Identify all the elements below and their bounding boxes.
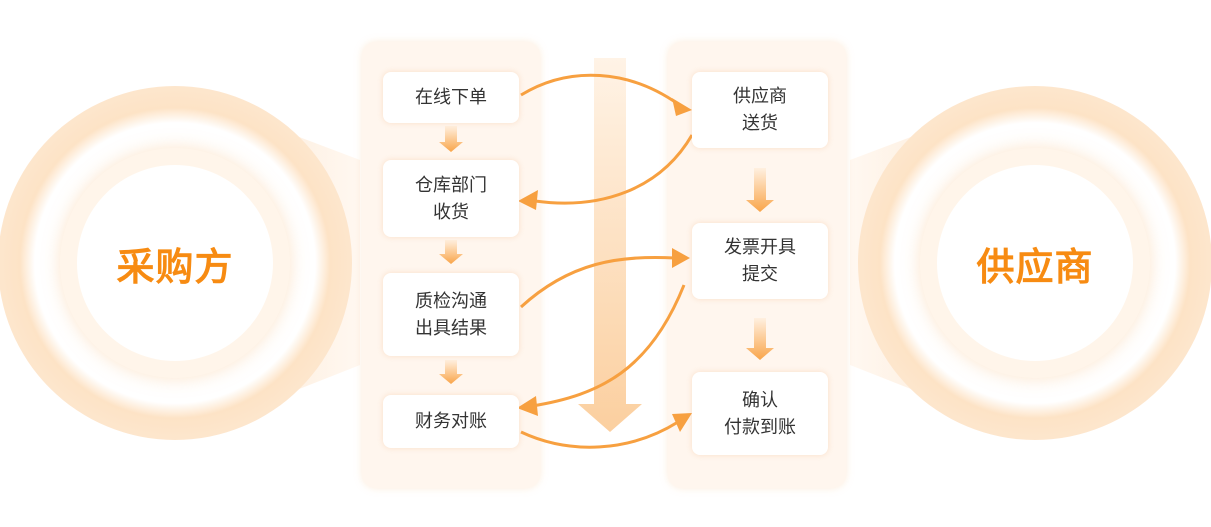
step-invoice-submit: 发票开具 提交 [692, 223, 828, 299]
buyer-label: 采购方 [77, 165, 273, 361]
timeline-arrow [578, 58, 642, 432]
step-online-order: 在线下单 [383, 72, 519, 123]
arrow-reconcile-to-payment [520, 420, 679, 449]
supplier-label: 供应商 [937, 165, 1133, 361]
arrow-delivery-to-receive [534, 134, 694, 205]
step-finance-reconcile: 财务对账 [383, 395, 519, 448]
arrow-invoice-to-reconcile [531, 284, 686, 408]
step-warehouse-receive: 仓库部门 收货 [383, 160, 519, 237]
step-payment-confirm: 确认 付款到账 [692, 372, 828, 455]
step-arrows [439, 126, 774, 384]
step-supplier-delivery: 供应商 送货 [692, 72, 828, 148]
step-quality-inspection: 质检沟通 出具结果 [383, 273, 519, 356]
arrow-order-to-delivery [520, 73, 679, 106]
arrow-inspect-to-invoice [519, 255, 676, 309]
